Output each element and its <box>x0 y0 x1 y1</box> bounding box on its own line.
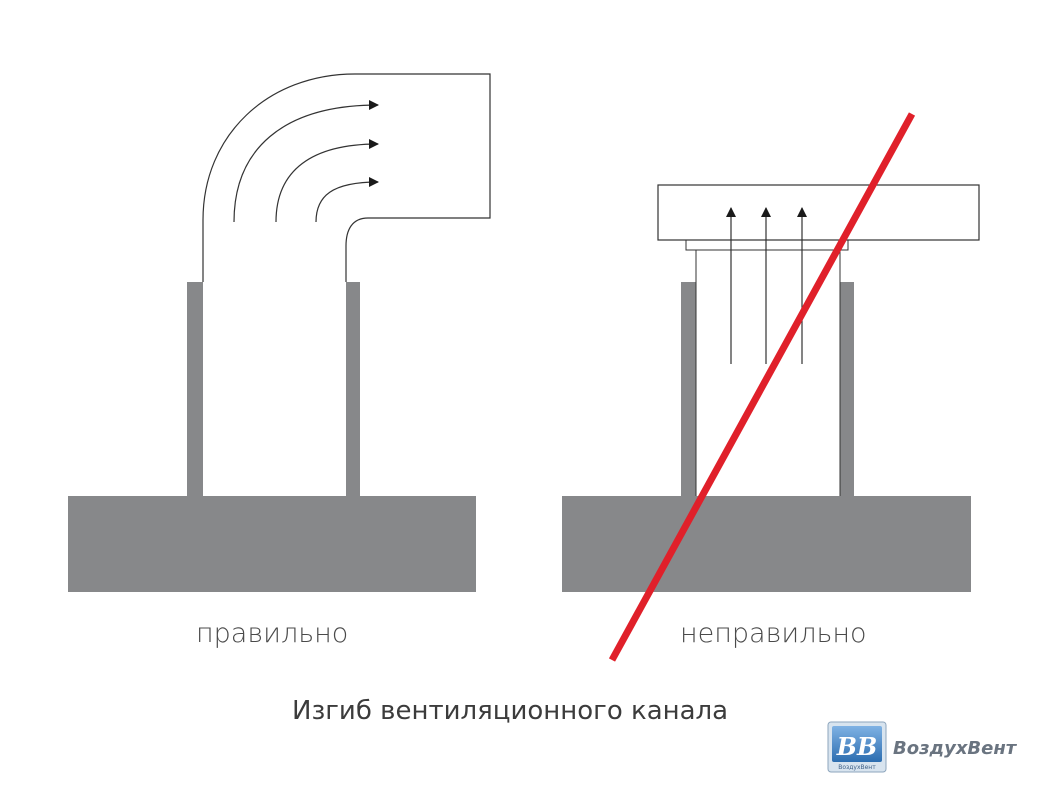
left-airflow-arrow-inner <box>315 177 379 223</box>
right-duct-wall-right <box>840 282 854 496</box>
diagram-title: Изгиб вентиляционного канала <box>292 696 729 726</box>
correct-diagram <box>68 73 491 592</box>
left-airflow-arrow-middle <box>275 139 379 223</box>
right-horizontal-box <box>657 184 980 241</box>
right-duct-extension-outline <box>695 250 841 496</box>
incorrect-label: неправильно <box>680 618 867 649</box>
right-duct-wall-left <box>681 282 696 496</box>
left-duct-wall-right <box>346 282 360 496</box>
right-flange <box>685 239 849 251</box>
left-airflow-arrow-outer <box>233 100 379 223</box>
logo-emblem-letters: ВВ <box>836 732 878 761</box>
left-base-slab <box>68 496 476 592</box>
left-elbow-duct-outline <box>202 73 491 282</box>
left-duct-wall-left <box>187 282 203 496</box>
correct-label: правильно <box>196 618 349 649</box>
incorrect-strike-line <box>608 112 916 662</box>
incorrect-diagram <box>562 112 980 662</box>
right-base-slab <box>562 496 971 592</box>
logo-wordmark: ВоздухВент <box>893 738 1017 759</box>
logo-emblem-subtext: ВоздухВент <box>838 764 876 771</box>
vozdukhvent-logo-emblem: ВВ ВоздухВент <box>827 721 887 773</box>
